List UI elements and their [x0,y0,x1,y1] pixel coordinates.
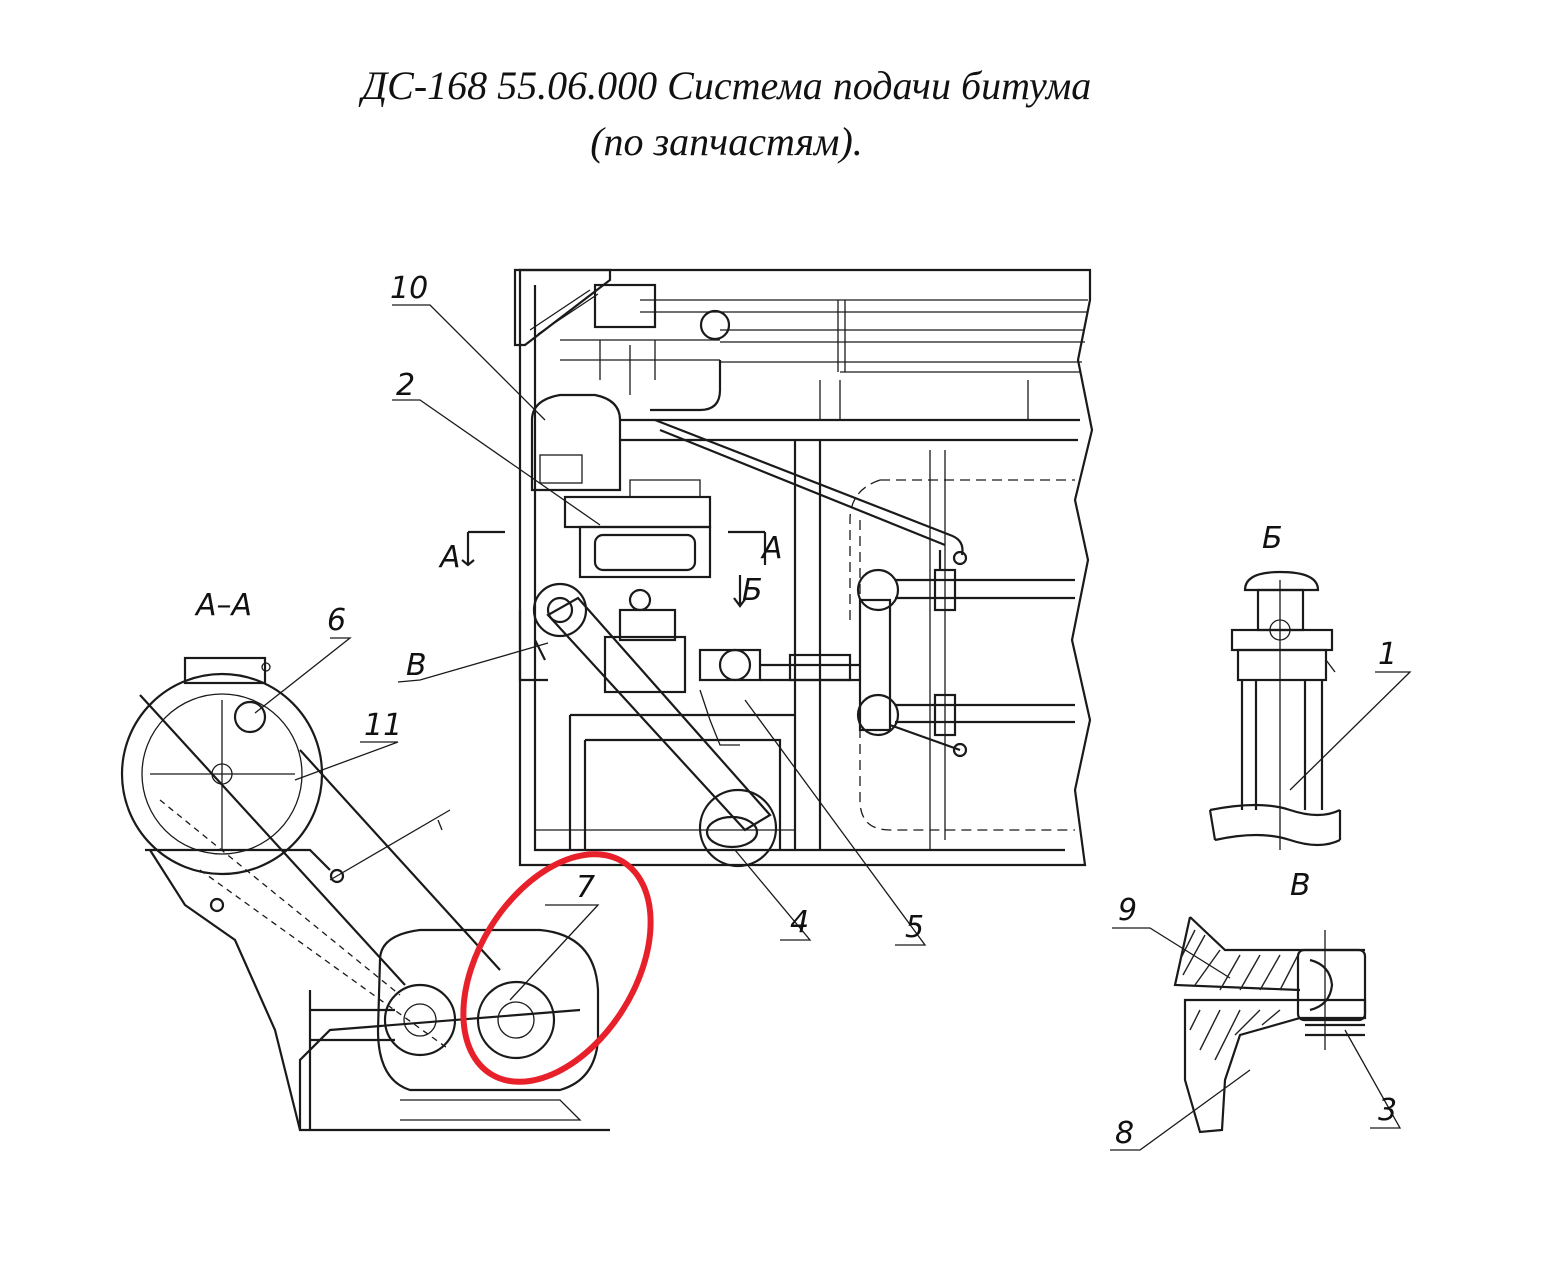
leader-lines [254,304,1412,1151]
section-aa-label: А–А [194,588,252,623]
section-aa-view [120,656,610,1132]
callout-5: 5 [905,910,924,945]
cut-a-left-label: А [438,540,461,575]
arrow-b-label: Б [742,573,763,608]
callout-3: 3 [1378,1093,1397,1128]
view-v [1173,916,1367,1134]
callout-8: 8 [1115,1116,1134,1151]
callout-2: 2 [396,368,415,403]
title-line-2: (по запчастям). [590,119,863,164]
highlight-circle [460,851,654,1085]
callout-6: 6 [327,603,346,638]
view-b-label: Б [1262,521,1283,556]
view-v-label: В [1290,868,1311,903]
main-view [461,268,1094,868]
callout-7: 7 [576,870,595,905]
callout-9: 9 [1118,893,1137,928]
callout-1: 1 [1378,637,1397,672]
cut-a-right-label: А [760,531,783,566]
view-b [1208,570,1342,850]
callout-4: 4 [790,905,809,940]
callout-11: 11 [364,708,402,743]
callout-10: 10 [390,271,428,306]
callout-v-letter: В [406,648,427,683]
title-line-1: ДС-168 55.06.000 Система подачи битума [361,63,1092,108]
